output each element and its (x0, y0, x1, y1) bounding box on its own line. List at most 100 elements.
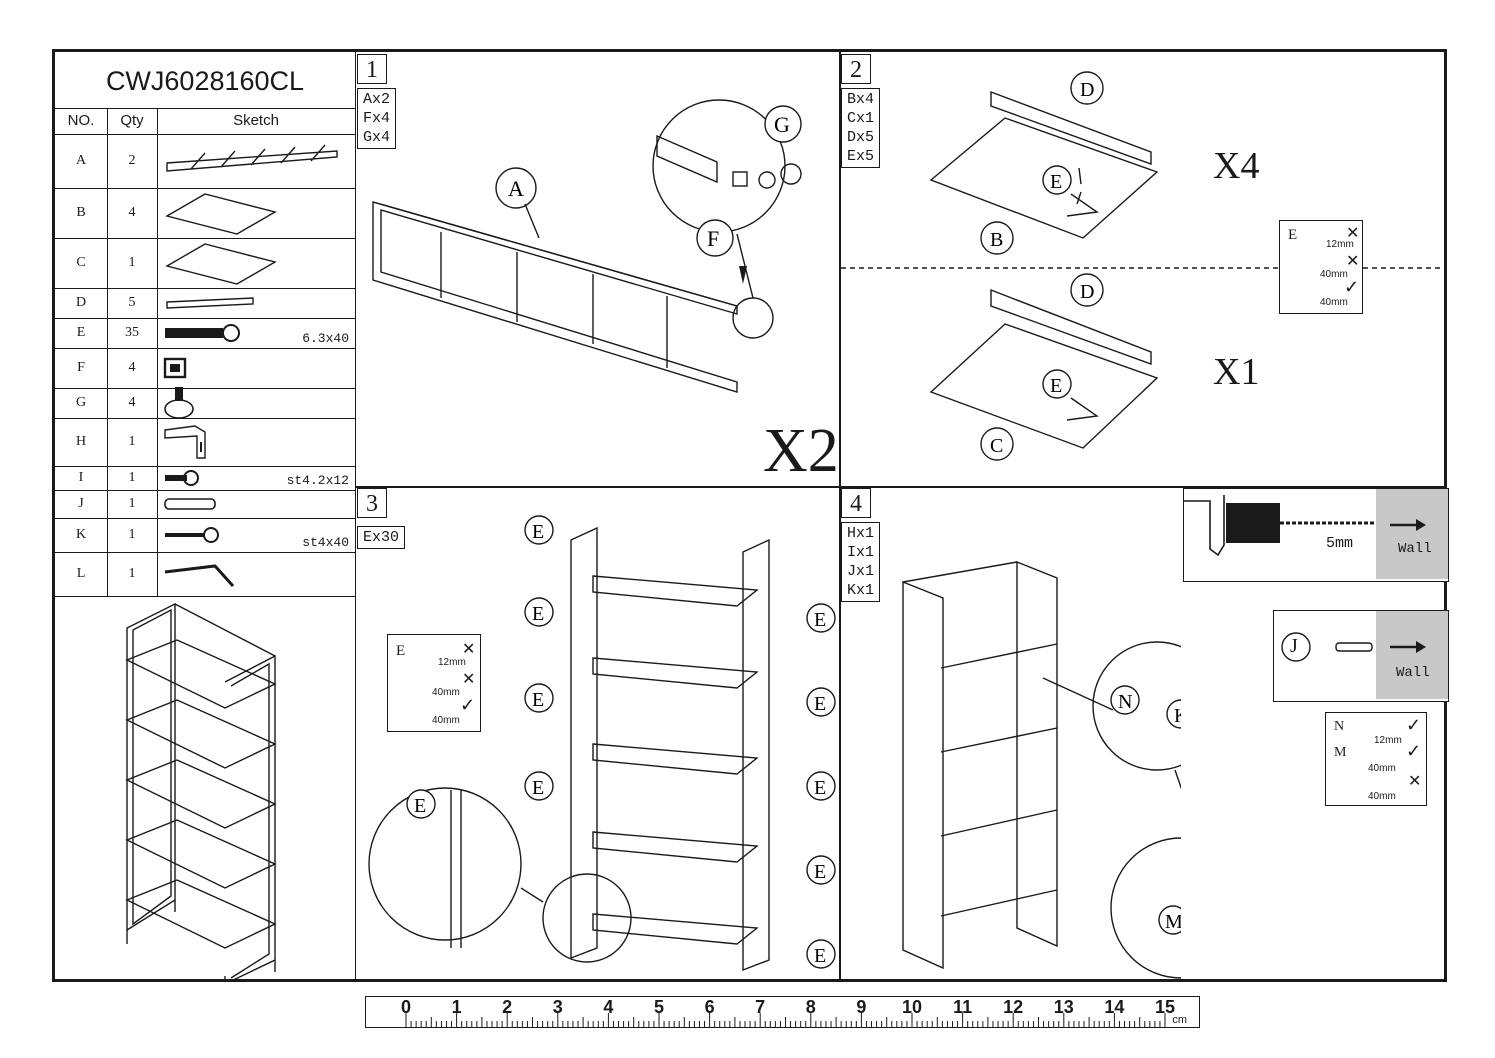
ruler-number: 15 (1154, 997, 1176, 1017)
step-4-screw-legend: N M 12mm 40mm 40mm ✓ ✓ ✕ (1325, 712, 1427, 806)
part-qty: 35 (107, 318, 158, 348)
reject-mark-icon: ✕ (1408, 773, 1422, 790)
shelf-board-icon (161, 188, 281, 238)
reject-mark-icon: ✕ (1346, 225, 1360, 242)
ruler-number: 7 (755, 997, 766, 1017)
anchor-panel: Wall J (1273, 610, 1449, 702)
part-no: K (55, 518, 108, 552)
label-k: K (1174, 705, 1181, 727)
label-e-3f: E (814, 693, 826, 715)
part-qty: 5 (107, 288, 158, 318)
label-e-2: E (1050, 375, 1062, 397)
header-sketch: Sketch (157, 108, 355, 135)
label-a: A (508, 176, 524, 201)
step-1-number: 1 (357, 54, 387, 84)
drill-panel: 5mm Wall (1183, 488, 1449, 582)
part-spec: st4x40 (302, 535, 349, 550)
label-m: M (1165, 911, 1181, 933)
header-qty: Qty (107, 108, 158, 135)
label-c: C (990, 435, 1003, 457)
part-qty: 1 (107, 518, 158, 552)
step-2-screw-legend: E 12mm 40mm 40mm ✕ ✕ ✓ (1279, 220, 1363, 314)
reject-mark-icon: ✕ (462, 671, 476, 688)
short-screw-icon (161, 466, 201, 490)
label-e-1: E (1050, 171, 1062, 193)
ruler-number: 0 (400, 997, 412, 1017)
ruler-number: 12 (1003, 997, 1024, 1017)
label-d-1: D (1080, 79, 1094, 101)
step-4-number: 4 (841, 488, 871, 518)
label-e-3b: E (532, 603, 544, 625)
ruler-unit: cm (1172, 1014, 1187, 1026)
step-1-multiplier: X2 (763, 417, 839, 485)
part-qty: 1 (107, 238, 158, 288)
drill-icon (1184, 495, 1426, 557)
label-n: N (1118, 691, 1132, 713)
part-spec: 6.3x40 (302, 331, 349, 346)
step-1-parts: Ax2 Fx4 Gx4 (357, 88, 397, 149)
l-bracket-icon (161, 418, 217, 466)
label-j: J (1290, 635, 1298, 657)
label-b: B (990, 229, 1003, 251)
part-no: H (55, 418, 108, 466)
ruler-number: 11 (953, 997, 973, 1017)
reject-mark-icon: ✕ (462, 641, 476, 658)
part-no: I (55, 466, 108, 490)
shelf-board-icon (161, 238, 281, 288)
part-qty: 1 (107, 466, 158, 490)
ruler-number: 4 (603, 997, 614, 1017)
step-2-parts: Bx4 Cx1 Dx5 Ex5 (841, 88, 881, 168)
label-e-3a: E (532, 521, 544, 543)
leveling-foot-icon (161, 387, 197, 419)
ruler-number: 2 (502, 997, 513, 1017)
part-no: L (55, 552, 108, 596)
ruler-number: 6 (704, 997, 715, 1017)
part-no: C (55, 238, 108, 288)
label-e-3h: E (814, 861, 826, 883)
part-no: D (55, 288, 108, 318)
part-qty: 1 (107, 490, 158, 518)
bookshelf-overview-sketch (125, 602, 277, 980)
step-3-diagram: E E E E E E E E E E (368, 515, 836, 972)
ruler-number: 10 (901, 997, 923, 1017)
step-3-shelves (592, 575, 759, 945)
reject-mark-icon: ✕ (1346, 253, 1360, 270)
step-3-parts: Ex30 (357, 526, 406, 549)
label-e-3g: E (814, 777, 826, 799)
label-d-2: D (1080, 281, 1094, 303)
step-2-number: 2 (841, 54, 871, 84)
ruler-number: 9 (856, 997, 867, 1017)
accept-mark-icon: ✓ (460, 695, 476, 715)
step-2-multiplier-bottom: X1 (1213, 351, 1260, 393)
accept-mark-icon: ✓ (1344, 277, 1360, 297)
part-no: F (55, 348, 108, 388)
ruler-number: 8 (805, 997, 816, 1017)
part-no: A (55, 134, 108, 188)
wall-label-1: Wall (1398, 541, 1432, 557)
ruler-number: 3 (552, 997, 563, 1017)
part-qty: 1 (107, 552, 158, 596)
part-qty: 1 (107, 418, 158, 466)
wall-anchor-icon (1281, 632, 1426, 662)
part-no: E (55, 318, 108, 348)
drill-size: 5mm (1326, 535, 1354, 552)
model-title: CWJ6028160CL (55, 52, 355, 109)
part-no: J (55, 490, 108, 518)
header-no: NO. (55, 108, 108, 135)
accept-mark-icon: ✓ (1406, 715, 1422, 735)
label-e-3d: E (532, 777, 544, 799)
step-4-diagram: N K M (902, 560, 1181, 979)
part-spec: st4.2x12 (286, 473, 349, 488)
label-e-3j: E (414, 795, 426, 817)
part-qty: 2 (107, 134, 158, 188)
